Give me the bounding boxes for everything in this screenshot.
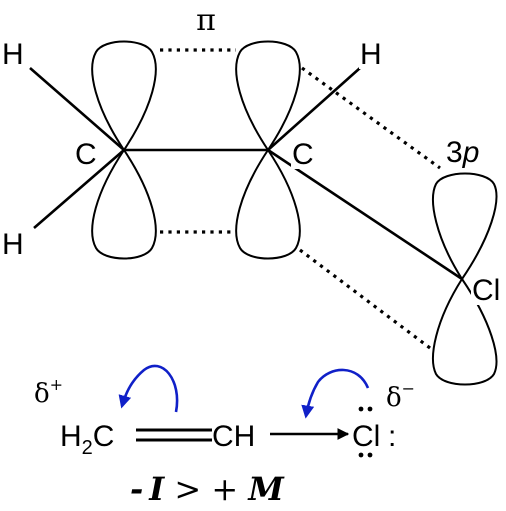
carbon-right-label-halo: [291, 140, 315, 169]
pi-label: π: [196, 3, 216, 38]
formula-h2c: H2C: [60, 420, 114, 459]
formula-cl: Cl: [352, 420, 380, 453]
hydrogen-bottom-left-label: H: [2, 228, 24, 261]
c-cl-sigma-bond: [267, 148, 463, 281]
cl-lone-pair-top: [358, 406, 373, 412]
hydrogen-bottom-left-label-halo: [1, 230, 25, 259]
hydrogen-top-right-label-halo: [359, 40, 383, 69]
c-h-bond-top-left: [29, 67, 125, 151]
curly-arrow-pi-shift: [118, 364, 179, 413]
formula-ch: CH: [212, 420, 255, 453]
cl-3p-orbital-lobe-bottom: [432, 277, 498, 386]
carbon-right-label: C: [292, 138, 314, 171]
delta-minus-label: δ−: [386, 379, 415, 413]
orbital-3p-label: 3p: [446, 136, 479, 169]
p-orbital-lobe-left-bottom: [91, 148, 157, 260]
conjugation-dots-bottom: [299, 248, 431, 350]
cl-3p-orbital-lobe-top: [432, 172, 498, 281]
conjugation-dots-top: [301, 66, 441, 170]
hydrogen-top-right-label: H: [360, 38, 382, 71]
p-orbital-lobe-right-bottom: [235, 148, 301, 260]
c-h-bond-bottom-left: [33, 149, 125, 229]
c-h-bond-top-right: [267, 67, 361, 151]
p-orbital-lobe-left-top: [91, 40, 157, 152]
cl-lone-pair-bottom: [358, 452, 373, 458]
hydrogen-top-left-label-halo: [1, 40, 25, 69]
chlorine-label: Cl: [472, 274, 500, 307]
cl-lone-pair-right: :: [388, 420, 396, 453]
effect-comparison: -I > + M: [130, 470, 285, 508]
hydrogen-top-left-label: H: [2, 38, 24, 71]
p-orbital-lobe-right-top: [235, 40, 301, 152]
carbon-left-label: C: [75, 138, 97, 171]
orbital-3p-label-halo: [445, 138, 481, 167]
delta-plus-label: δ+: [34, 375, 63, 409]
carbon-left-label-halo: [74, 140, 98, 169]
chlorine-label-halo: [471, 276, 502, 305]
curly-arrow-lone-pair-shift: [301, 368, 370, 419]
